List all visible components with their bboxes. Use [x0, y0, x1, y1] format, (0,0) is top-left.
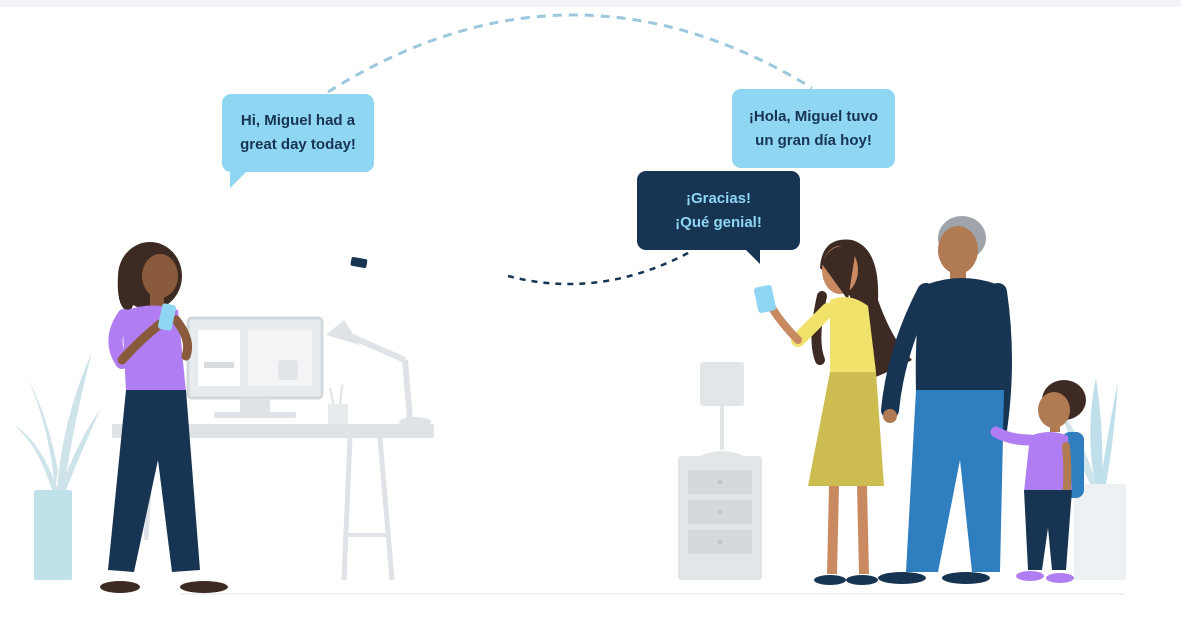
- father-figure: [878, 216, 1012, 584]
- reply-bubble-line-2: ¡Qué genial!: [675, 213, 762, 231]
- reply-bubble-tail: [744, 248, 760, 264]
- translated-bubble-line-1: ¡Hola, Miguel tuvo: [748, 107, 879, 125]
- translation-arc: [327, 13, 813, 94]
- translated-bubble-line-2: un gran día hoy!: [755, 131, 872, 149]
- reply-bubble-line-1: ¡Gracias!: [685, 189, 752, 207]
- floating-phone-icon: [350, 256, 368, 268]
- top-bar: [0, 0, 1181, 7]
- teacher-speech-bubble: Hi, Miguel had a great day today!: [222, 94, 374, 172]
- teacher-bubble-tail: [230, 170, 248, 188]
- reply-arc: [507, 250, 691, 286]
- mother-figure: [754, 239, 912, 585]
- child-figure: [990, 380, 1086, 583]
- nightstand: [678, 362, 762, 580]
- teacher-bubble-line-2: great day today!: [240, 136, 356, 153]
- monitor: [186, 316, 324, 418]
- teacher-figure: [100, 242, 228, 593]
- teacher-bubble-line-1: Hi, Miguel had a: [240, 112, 356, 129]
- left-plant: [14, 352, 100, 580]
- pencil-cup: [328, 384, 348, 424]
- translated-speech-bubble: ¡Hola, Miguel tuvo un gran día hoy!: [732, 89, 895, 168]
- desk-lamp: [326, 320, 431, 427]
- reply-speech-bubble: ¡Gracias! ¡Qué genial!: [637, 171, 800, 250]
